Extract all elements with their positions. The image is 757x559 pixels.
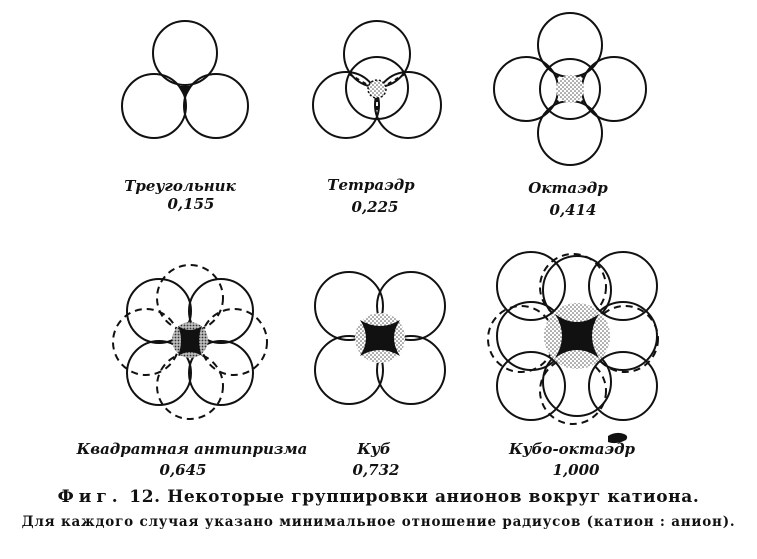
- anion-circle-front: [539, 58, 601, 120]
- cation-sphere: [367, 79, 387, 99]
- square-antiprism-grouping: [112, 264, 268, 420]
- grouping-name: Куб: [356, 440, 391, 458]
- grouping-ratio: 0,225: [352, 198, 399, 216]
- grouping-name: Кубо-октаэдр: [508, 440, 636, 458]
- anion-circle-back: [156, 352, 224, 420]
- hidden-edge: [348, 73, 406, 118]
- figure-caption: Фиг. 12. Некоторые группировки анионов в…: [0, 487, 757, 507]
- grouping-ratio: 0,414: [550, 201, 597, 219]
- anion-circle: [493, 56, 559, 122]
- cation-sphere: [556, 75, 584, 103]
- ink-mark: [608, 432, 628, 444]
- cube-grouping: [314, 271, 446, 405]
- grouping-name: Тетраэдр: [327, 176, 415, 194]
- tetrahedron-grouping: [312, 20, 442, 139]
- anion-circle: [188, 278, 254, 344]
- grouping-name: Октаэдр: [528, 179, 608, 197]
- anion-circle: [374, 71, 442, 139]
- anion-circle: [343, 20, 411, 88]
- anion-circle: [588, 351, 658, 421]
- anion-circle: [126, 278, 192, 344]
- anion-circle: [376, 271, 446, 341]
- anion-circle: [312, 71, 380, 139]
- grouping-ratio: 0,155: [168, 195, 215, 213]
- anion-circle: [188, 340, 254, 406]
- anion-circle: [537, 12, 603, 78]
- anion-circle: [121, 73, 187, 139]
- figure-title: Некоторые группировки анионов вокруг кат…: [167, 487, 700, 507]
- anion-circle-back: [591, 305, 659, 373]
- anion-circle: [588, 251, 658, 321]
- figure-note: Для каждого случая указано минимальное о…: [21, 514, 736, 530]
- cation-void: [178, 86, 192, 98]
- grouping-ratio: 1,000: [553, 461, 601, 479]
- anion-circle: [496, 351, 566, 421]
- grouping-ratio: 0,645: [160, 461, 207, 479]
- cation-void: [555, 314, 599, 358]
- grouping-name: Квадратная антипризма: [76, 440, 308, 458]
- cuboctahedron-grouping: [487, 251, 659, 425]
- anion-circle: [183, 73, 249, 139]
- anion-circle: [376, 335, 446, 405]
- cation-void: [178, 326, 202, 356]
- anion-circle-front: [345, 56, 409, 120]
- anion-circle: [537, 100, 603, 166]
- anion-circle: [581, 56, 647, 122]
- anion-circle-back: [539, 357, 607, 425]
- anion-circle: [314, 335, 384, 405]
- anion-circle: [126, 340, 192, 406]
- anion-circle: [314, 271, 384, 341]
- figure-number: 12.: [129, 487, 161, 507]
- cation-void: [360, 320, 400, 356]
- figure-label: Фиг.: [57, 487, 123, 507]
- anion-circle: [152, 20, 218, 86]
- anion-circle: [496, 251, 566, 321]
- grouping-ratio: 0,732: [353, 461, 400, 479]
- triangle-grouping: [121, 20, 249, 139]
- octahedron-grouping: [493, 12, 647, 166]
- grouping-name: Треугольник: [124, 177, 236, 195]
- anion-circle-back: [200, 308, 268, 376]
